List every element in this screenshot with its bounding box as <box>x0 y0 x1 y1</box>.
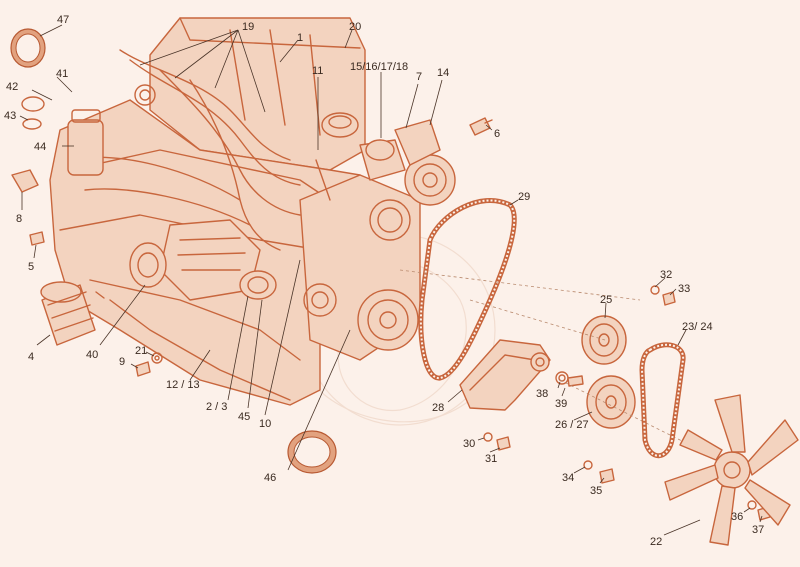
callout-8: 8 <box>16 213 22 225</box>
callout-15-16-17-18: 15/16/17/18 <box>350 61 408 73</box>
callout-labels: 47 19 20 1 42 41 43 11 15/16/17/18 7 14 … <box>4 14 764 548</box>
engine-block <box>11 17 493 406</box>
callout-46: 46 <box>264 472 276 484</box>
pulleys <box>581 315 636 429</box>
callout-21: 21 <box>135 345 147 357</box>
callout-11: 11 <box>312 65 323 77</box>
callout-33: 33 <box>678 283 690 295</box>
callout-41: 41 <box>56 68 68 80</box>
callout-42: 42 <box>6 81 18 93</box>
callout-43: 43 <box>4 110 16 122</box>
callout-39: 39 <box>555 398 567 410</box>
callout-1: 1 <box>297 32 303 44</box>
cooling-fan-22 <box>664 394 799 546</box>
callout-20: 20 <box>349 21 361 33</box>
callout-29: 29 <box>518 191 530 203</box>
callout-5: 5 <box>28 261 34 273</box>
callout-22: 22 <box>650 536 662 548</box>
callout-10: 10 <box>259 418 271 430</box>
callout-38: 38 <box>536 388 548 400</box>
gasket-46 <box>287 430 337 474</box>
callout-31: 31 <box>485 453 497 465</box>
v-belt-23-24 <box>639 342 686 459</box>
callout-14: 14 <box>437 67 449 79</box>
callout-4: 4 <box>28 351 34 363</box>
callout-30: 30 <box>463 438 475 450</box>
callout-35: 35 <box>590 485 602 497</box>
callout-28: 28 <box>432 402 444 414</box>
bracket-28 <box>459 339 551 411</box>
alignment-lines <box>399 269 741 471</box>
callout-40: 40 <box>86 349 98 361</box>
callout-26-27: 26 / 27 <box>555 419 589 431</box>
seal-rings <box>10 28 46 130</box>
leader-lines <box>19 24 763 536</box>
callout-36: 36 <box>731 511 743 523</box>
callout-6: 6 <box>494 128 500 140</box>
callout-2-3: 2 / 3 <box>206 401 227 413</box>
timing-belt-29 <box>418 198 517 381</box>
small-bolts-right <box>483 285 771 521</box>
callout-19: 19 <box>242 21 254 33</box>
callout-44: 44 <box>34 141 46 153</box>
callout-47: 47 <box>57 14 69 26</box>
callout-45: 45 <box>238 411 250 423</box>
callout-25: 25 <box>600 294 612 306</box>
callout-7: 7 <box>416 71 422 83</box>
small-bolts-left <box>135 352 163 377</box>
callout-23-24: 23/ 24 <box>682 321 713 333</box>
callout-34: 34 <box>562 472 574 484</box>
callout-9: 9 <box>119 356 125 368</box>
callout-37: 37 <box>752 524 764 536</box>
callout-32: 32 <box>660 269 672 281</box>
callout-12-13: 12 / 13 <box>166 379 200 391</box>
parts-38-39 <box>555 371 584 387</box>
oil-filter <box>40 281 105 346</box>
